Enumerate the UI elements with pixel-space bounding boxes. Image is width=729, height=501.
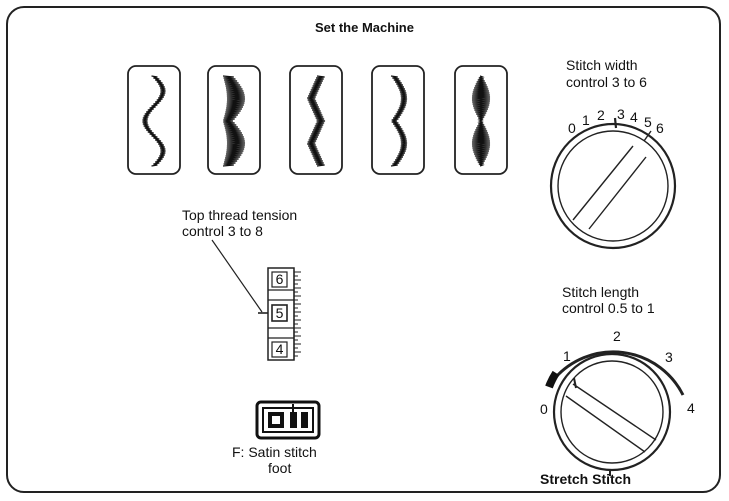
width-dial-ridge-1 — [572, 145, 634, 221]
stretch-stitch-label: Stretch Stitch — [540, 471, 631, 487]
length-dial-fine-range-band — [545, 370, 560, 389]
length-label-line1: Stitch length — [562, 284, 640, 300]
tension-number-6: 6 — [276, 271, 284, 287]
width-label-line2: control 3 to 6 — [566, 74, 647, 90]
satin-stitch-foot-icon — [255, 400, 321, 440]
width-label-line1: Stitch width — [566, 57, 638, 73]
diagram-title: Set the Machine — [315, 20, 414, 35]
length-dial-scale-arc — [553, 350, 685, 396]
satin-diamond-pattern-icon — [454, 65, 508, 175]
length-label-line2: control 0.5 to 1 — [562, 300, 655, 316]
satin-zigzag-pattern-icon — [289, 65, 343, 175]
tension-scale-ticks — [293, 270, 301, 360]
length-number-0: 0 — [540, 401, 548, 417]
tension-label-line2: control 3 to 8 — [182, 223, 263, 239]
diagram-frame — [6, 6, 721, 493]
satin-scallop-pattern-icon — [207, 65, 261, 175]
width-dial-ridge-2 — [588, 156, 647, 230]
scallop-edge-pattern-icon — [371, 65, 425, 175]
length-number-4: 4 — [687, 400, 695, 416]
tension-control-illustration: 6 5 4 — [211, 239, 301, 361]
width-number-4: 4 — [630, 109, 638, 125]
width-dial-index-mark — [613, 117, 618, 129]
width-number-1: 1 — [582, 112, 590, 128]
width-number-3: 3 — [617, 106, 625, 122]
width-number-0: 0 — [568, 120, 576, 136]
foot-label-line1: F: Satin stitch — [232, 444, 317, 460]
width-number-2: 2 — [597, 107, 605, 123]
stitch-length-dial: 0 1 2 3 4 Stretch Stitch — [540, 328, 695, 487]
length-dial-ridge-2 — [565, 395, 646, 453]
foot-label-line2: foot — [268, 460, 292, 476]
length-dial-ridge-1 — [572, 383, 657, 441]
length-dial-index-mark — [573, 377, 577, 389]
length-number-1: 1 — [563, 348, 571, 364]
stitch-pattern-cards — [127, 65, 508, 175]
length-number-3: 3 — [665, 349, 673, 365]
length-number-2: 2 — [613, 328, 621, 344]
tension-number-4: 4 — [276, 341, 284, 357]
width-number-5: 5 — [644, 114, 652, 130]
tension-number-5: 5 — [276, 305, 284, 321]
width-number-6: 6 — [656, 120, 664, 136]
stitch-width-dial: 0 1 2 3 4 5 6 — [549, 106, 677, 250]
tension-label-line1: Top thread tension — [182, 207, 298, 223]
tension-pointer-line — [211, 239, 263, 313]
zigzag-wave-pattern-icon — [127, 65, 181, 175]
